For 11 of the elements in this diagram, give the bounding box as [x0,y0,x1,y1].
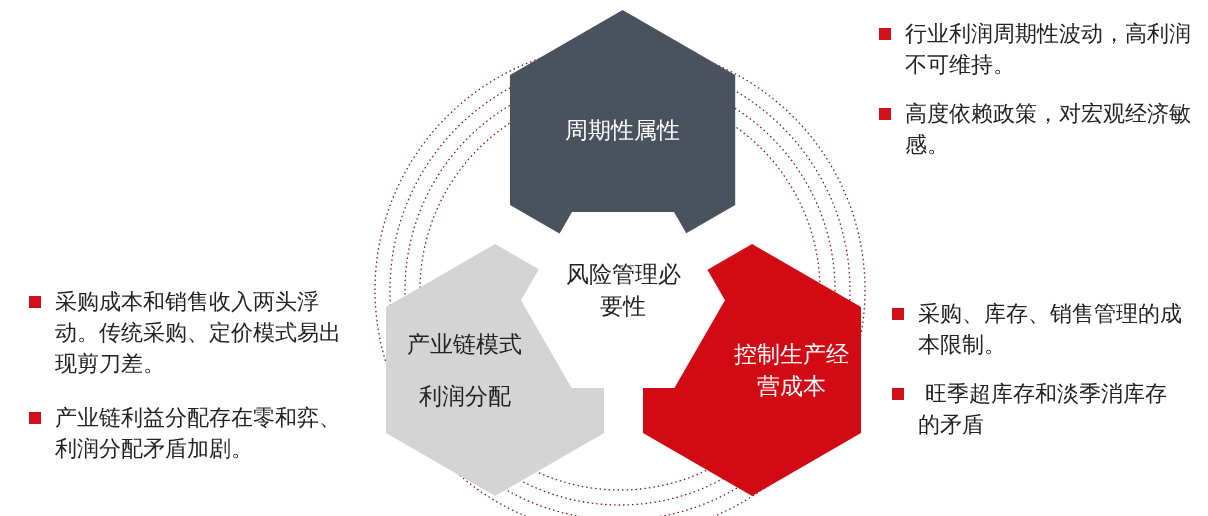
hexagon-label: 利润分配 [418,382,512,411]
hexagon-label: 风险管理必要性 [564,260,682,321]
hexagon-label: 产业链模式 [406,330,524,359]
bullet-text: 采购、库存、销售管理的成本限制。 [918,300,1183,359]
bullet-text: 行业利润周期性波动，高利润不可维持。 [905,20,1192,79]
hexagon-label: 周期性属性 [564,116,682,145]
bullet-text: 高度依赖政策，对宏观经济敏感。 [905,100,1192,159]
bullet-text: 旺季超库存和淡季消库存的矛盾 [918,380,1168,439]
bullet-text: 采购成本和销售收入两头浮动。传统采购、定价模式易出现剪刀差。 [55,288,342,378]
bullet-text: 产业链利益分配存在零和弈、利润分配矛盾加剧。 [55,404,342,463]
hexagon-label: 控制生产经营成本 [733,340,851,401]
